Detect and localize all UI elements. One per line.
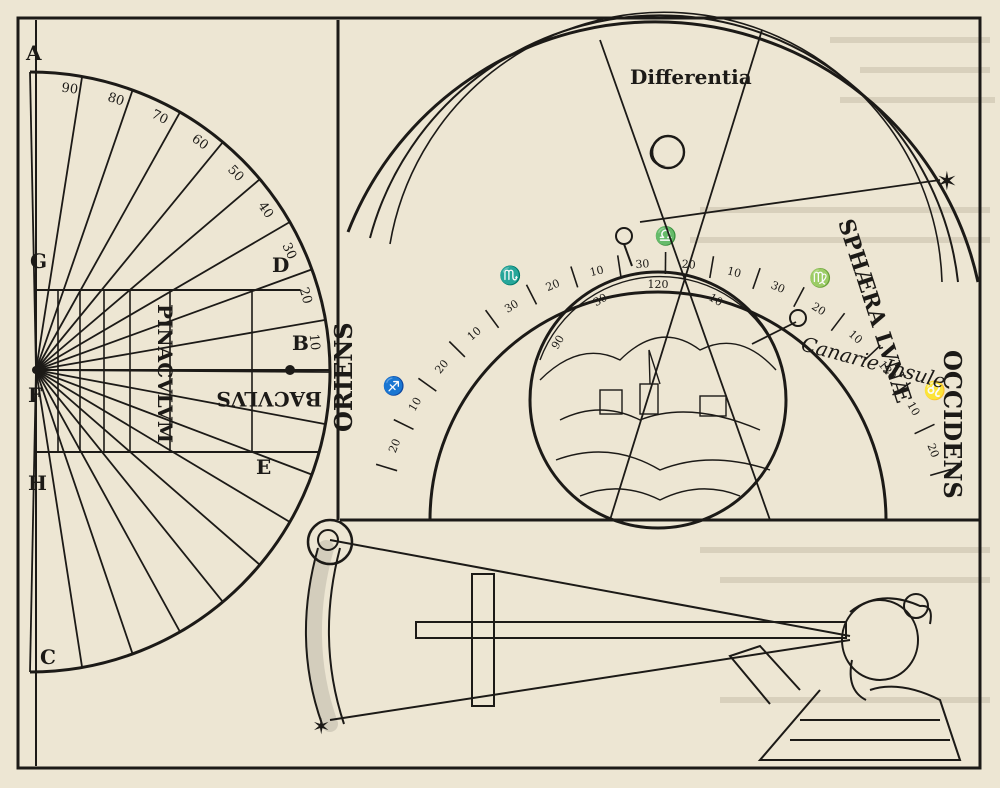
- label-f: F: [28, 383, 42, 407]
- zodiac-number: 30: [769, 279, 787, 297]
- zodiac-tick: [618, 255, 621, 277]
- label-e: E: [256, 455, 271, 479]
- zodiac-tick: [376, 464, 397, 470]
- scale-number: 90: [60, 81, 78, 98]
- scale-number: 80: [106, 90, 126, 109]
- cross-staff-scene: ✶: [306, 520, 960, 760]
- zodiac-tick: [486, 310, 499, 328]
- zodiac-tick: [418, 378, 436, 391]
- label-baculus: BACVLVS: [216, 387, 322, 411]
- zodiac-number: 10: [904, 399, 922, 418]
- zodiac-tick: [753, 268, 760, 289]
- zodiac-number: 20: [809, 300, 828, 319]
- scale-number: 60: [189, 132, 211, 154]
- zodiac-number: 10: [588, 263, 605, 279]
- label-occidens: OCCIDENS: [938, 350, 967, 499]
- label-d: D: [272, 253, 289, 277]
- point-b-dot: [285, 365, 295, 375]
- label-sphaera-lunae: SPHÆRA LVNÆ: [832, 216, 916, 406]
- zodiac-number: 10: [465, 324, 484, 343]
- zodiac-number: 20: [386, 437, 403, 455]
- scale-number: 20: [296, 286, 315, 306]
- label-g: G: [30, 249, 47, 273]
- radial-rays: [30, 72, 330, 672]
- instrument-marker: [616, 228, 632, 244]
- point-f-dot: [32, 366, 40, 374]
- zodiac-tick: [831, 313, 844, 331]
- scale-number: 50: [224, 163, 246, 185]
- label-h: H: [28, 471, 47, 495]
- globe-number: 120: [648, 278, 669, 291]
- zodiac-sign: ♍: [809, 267, 831, 289]
- zodiac-number: 10: [726, 264, 743, 280]
- zodiac-tick: [449, 342, 465, 357]
- label-b: B: [292, 331, 309, 355]
- zodiac-tick: [794, 287, 804, 306]
- zodiac-number: 30: [502, 297, 521, 315]
- zodiac-sign: ♏: [499, 264, 521, 286]
- instrument-stem: [624, 244, 632, 266]
- star-icon: ✶: [936, 167, 958, 197]
- zodiac-tick: [394, 420, 414, 430]
- zodiac-number: 20: [544, 277, 562, 294]
- moon-crescent: [650, 140, 666, 166]
- label-a: A: [25, 41, 42, 65]
- vertical-scale-arc: [314, 548, 330, 724]
- label-differentia: Differentia: [630, 65, 752, 89]
- cross-staff-rod: [416, 622, 846, 638]
- globe-number: 30: [591, 291, 610, 309]
- landscape-sketch: [540, 337, 776, 500]
- zodiac-sign: ♐: [383, 375, 405, 397]
- ray: [36, 370, 82, 667]
- zodiac-tick: [527, 285, 537, 305]
- scale-number: 70: [149, 107, 171, 128]
- scale-arc-right: [329, 548, 344, 724]
- star-lower-icon: ✶: [312, 715, 330, 740]
- zodiac-tick: [710, 256, 714, 278]
- zodiac-number: 30: [635, 257, 650, 271]
- sight-line-lower: [330, 640, 850, 720]
- zodiac-tick: [571, 267, 578, 288]
- cross-staff-transom: [472, 574, 494, 706]
- globe-number: 10: [706, 291, 725, 309]
- label-oriens: ORIENS: [329, 322, 358, 432]
- observer-figure: [730, 594, 960, 760]
- zodiac-tick: [915, 424, 935, 433]
- zodiac-number: 10: [406, 395, 424, 414]
- sight-line-star: [640, 180, 940, 222]
- observer-marker: [790, 310, 806, 326]
- label-pinnacula: PINACVLVM: [153, 304, 177, 443]
- ray: [36, 77, 82, 370]
- zodiac-number: 20: [432, 357, 451, 376]
- label-c: C: [40, 645, 56, 669]
- scale-number: 40: [254, 199, 276, 221]
